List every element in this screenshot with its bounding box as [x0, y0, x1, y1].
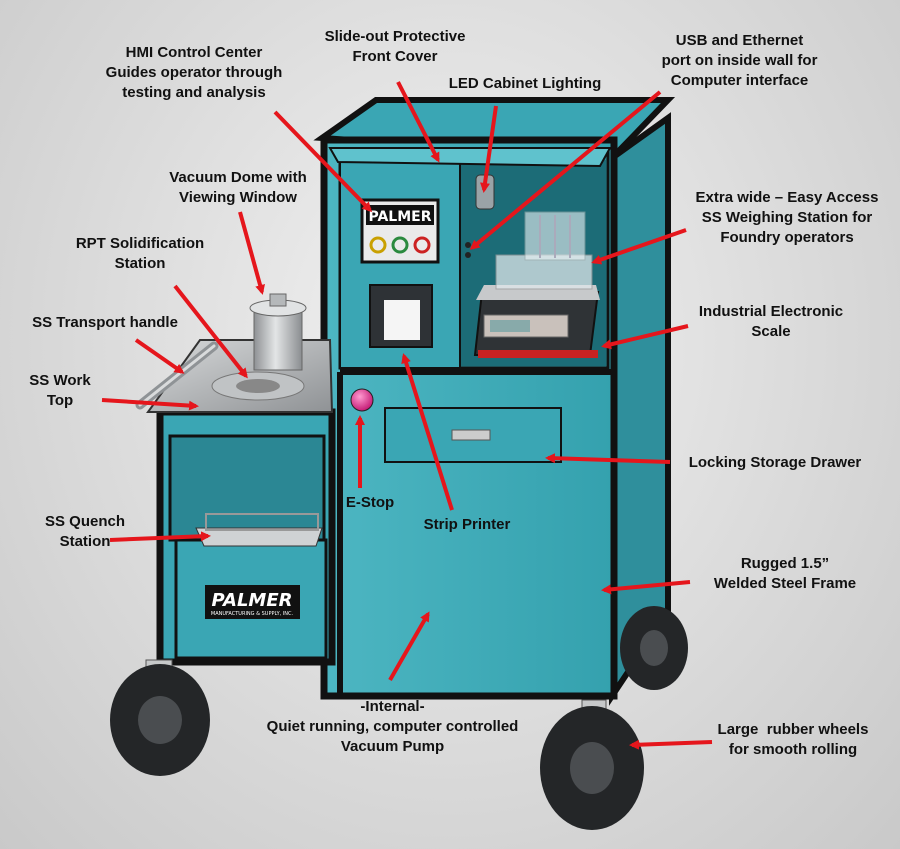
front-cover — [328, 147, 612, 168]
arrow-wheels — [629, 739, 713, 750]
label-rpt: RPT Solidification Station — [75, 235, 205, 272]
label-printer: Strip Printer — [423, 516, 511, 533]
transport-handle — [135, 341, 219, 410]
label-frame: Rugged 1.5” Welded Steel Frame — [713, 555, 857, 592]
label-transport: SS Transport handle — [32, 314, 178, 331]
label-front-cover: Slide-out Protective Front Cover — [324, 28, 466, 65]
arrow-hmi — [273, 110, 373, 213]
arrow-front-cover — [396, 81, 440, 163]
wheel-front-right — [540, 699, 644, 830]
label-hmi: HMI Control Center Guides operator throu… — [105, 44, 283, 101]
label-led: LED Cabinet Lighting — [448, 75, 602, 92]
logo-sub: MANUFACTURING & SUPPLY, INC. — [211, 611, 294, 617]
gauge-icon — [369, 236, 387, 254]
label-drawer: Locking Storage Drawer — [688, 454, 862, 471]
label-work-top: SS Work Top — [29, 372, 91, 409]
e-stop-button — [350, 388, 374, 412]
arrow-pump — [388, 611, 430, 681]
arrow-frame — [601, 580, 691, 595]
label-scale: Industrial Electronic Scale — [698, 303, 844, 340]
hmi-logo-text: PALMER — [368, 209, 431, 225]
logo-name: PALMER — [211, 590, 292, 611]
arrow-printer — [401, 353, 454, 511]
label-estop: E-Stop — [345, 494, 395, 511]
label-quench: SS Quench Station — [44, 513, 126, 550]
wheel-back-right — [620, 606, 688, 690]
arrow-drawer — [545, 453, 671, 464]
hmi-screen: PALMER — [360, 198, 440, 264]
gauge-icon — [391, 236, 409, 254]
arrow-transport — [134, 338, 185, 374]
quench-station — [195, 513, 323, 547]
arrow-quench — [109, 531, 211, 542]
electronic-scale — [473, 285, 600, 358]
arrow-usb — [469, 90, 662, 250]
label-weighing: Extra wide – Easy Access SS Weighing Sta… — [695, 189, 879, 246]
vacuum-dome — [249, 293, 307, 371]
weighing-station — [495, 211, 593, 290]
locking-drawer — [384, 407, 562, 463]
label-wheels: Large rubber wheels for smooth rolling — [717, 721, 869, 758]
arrow-rpt — [173, 284, 248, 379]
strip-printer — [369, 284, 433, 348]
arrow-scale — [601, 324, 689, 350]
label-usb: USB and Ethernet port on inside wall for… — [661, 32, 818, 89]
arrow-weighing — [591, 228, 687, 265]
palmer-logo: PALMER MANUFACTURING & SUPPLY, INC. — [205, 585, 300, 619]
arrow-led — [480, 105, 498, 193]
arrow-work-top — [101, 398, 199, 411]
gauge-icon — [413, 236, 431, 254]
wheel-front-left — [110, 659, 210, 776]
label-pump: -Internal- Quiet running, computer contr… — [266, 698, 519, 755]
callout-arrows — [101, 81, 713, 750]
label-vacuum-dome: Vacuum Dome with Viewing Window — [169, 169, 307, 206]
arrow-vacuum-dome — [238, 211, 265, 295]
